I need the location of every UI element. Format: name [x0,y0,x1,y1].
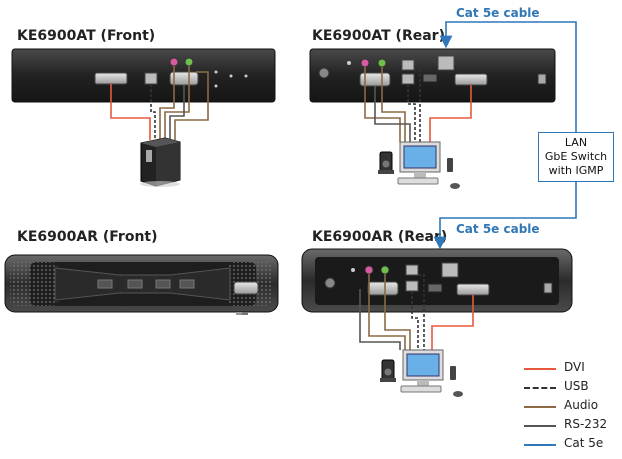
legend-label: Audio [564,398,599,412]
legend-swatch [524,444,556,446]
receiver-rear-device [301,248,573,313]
legend-swatch [524,425,556,427]
legend-label: DVI [564,360,585,374]
legend-label: USB [564,379,589,393]
rs232-port-icon [367,281,399,296]
legend-item: Cat 5e [524,436,619,452]
speaker-jack-icon [380,265,390,275]
dvi-port-icon [456,283,490,296]
legend-item: RS-232 [524,417,619,433]
usb-port-icon [144,72,158,85]
legend-item: USB [524,379,619,395]
dvi-port-icon [94,72,128,85]
usb-port-icon [405,264,419,276]
usb-port-icon [401,59,415,71]
legend-swatch [524,368,556,370]
mic-jack-icon [364,265,374,275]
power-jack-icon [318,67,330,79]
rs232-port-icon [169,71,199,86]
lan-switch-line2: GbE Switch [544,150,608,163]
speaker-jack-icon [377,58,387,68]
microphone-icon [450,366,456,380]
usb-port-icon [405,280,419,292]
cat5e-cable-label-top: Cat 5e cable [456,6,540,20]
legend-swatch [524,406,556,408]
mic-jack-icon [169,57,179,67]
mouse-icon [453,391,463,397]
legend-label: RS-232 [564,417,608,431]
title-transmitter-front: KE6900AT (Front) [17,28,156,44]
usb-port-icon [401,73,415,85]
dvi-port-icon [454,73,488,86]
mic-jack-icon [360,58,370,68]
transmitter-rear-device [309,48,556,103]
mouse-icon [450,183,460,189]
receiver-front-device [4,254,279,315]
lan-switch-box: LAN GbE Switch with IGMP [538,132,614,182]
legend-label: Cat 5e [564,436,604,450]
rj45-port-icon [437,55,455,71]
title-receiver-rear: KE6900AR (Rear) [312,229,448,245]
legend-item: Audio [524,398,619,414]
rj45-port-icon [441,262,459,278]
power-jack-icon [324,277,336,289]
rs232-port-icon [359,72,391,87]
title-transmitter-rear: KE6900AT (Rear) [312,28,445,44]
legend-swatch [524,387,556,389]
transmitter-rear-cables [364,67,472,142]
lan-switch-line1: LAN [564,136,588,149]
speaker-icon [381,359,395,381]
transmitter-front-cables [110,66,209,140]
cat5e-cable-label-bottom: Cat 5e cable [456,222,540,236]
pc-setup-icon [378,141,460,189]
speaker-jack-icon [184,57,194,67]
microphone-icon [447,158,453,172]
computer-tower-icon [140,137,181,187]
speaker-icon [379,151,393,173]
receiver-rear-cables [359,274,474,350]
lan-switch-line3: with IGMP [548,164,604,177]
legend-item: DVI [524,360,619,376]
transmitter-front-device [11,48,276,103]
title-receiver-front: KE6900AR (Front) [17,229,158,245]
pc-setup-icon [380,349,463,397]
